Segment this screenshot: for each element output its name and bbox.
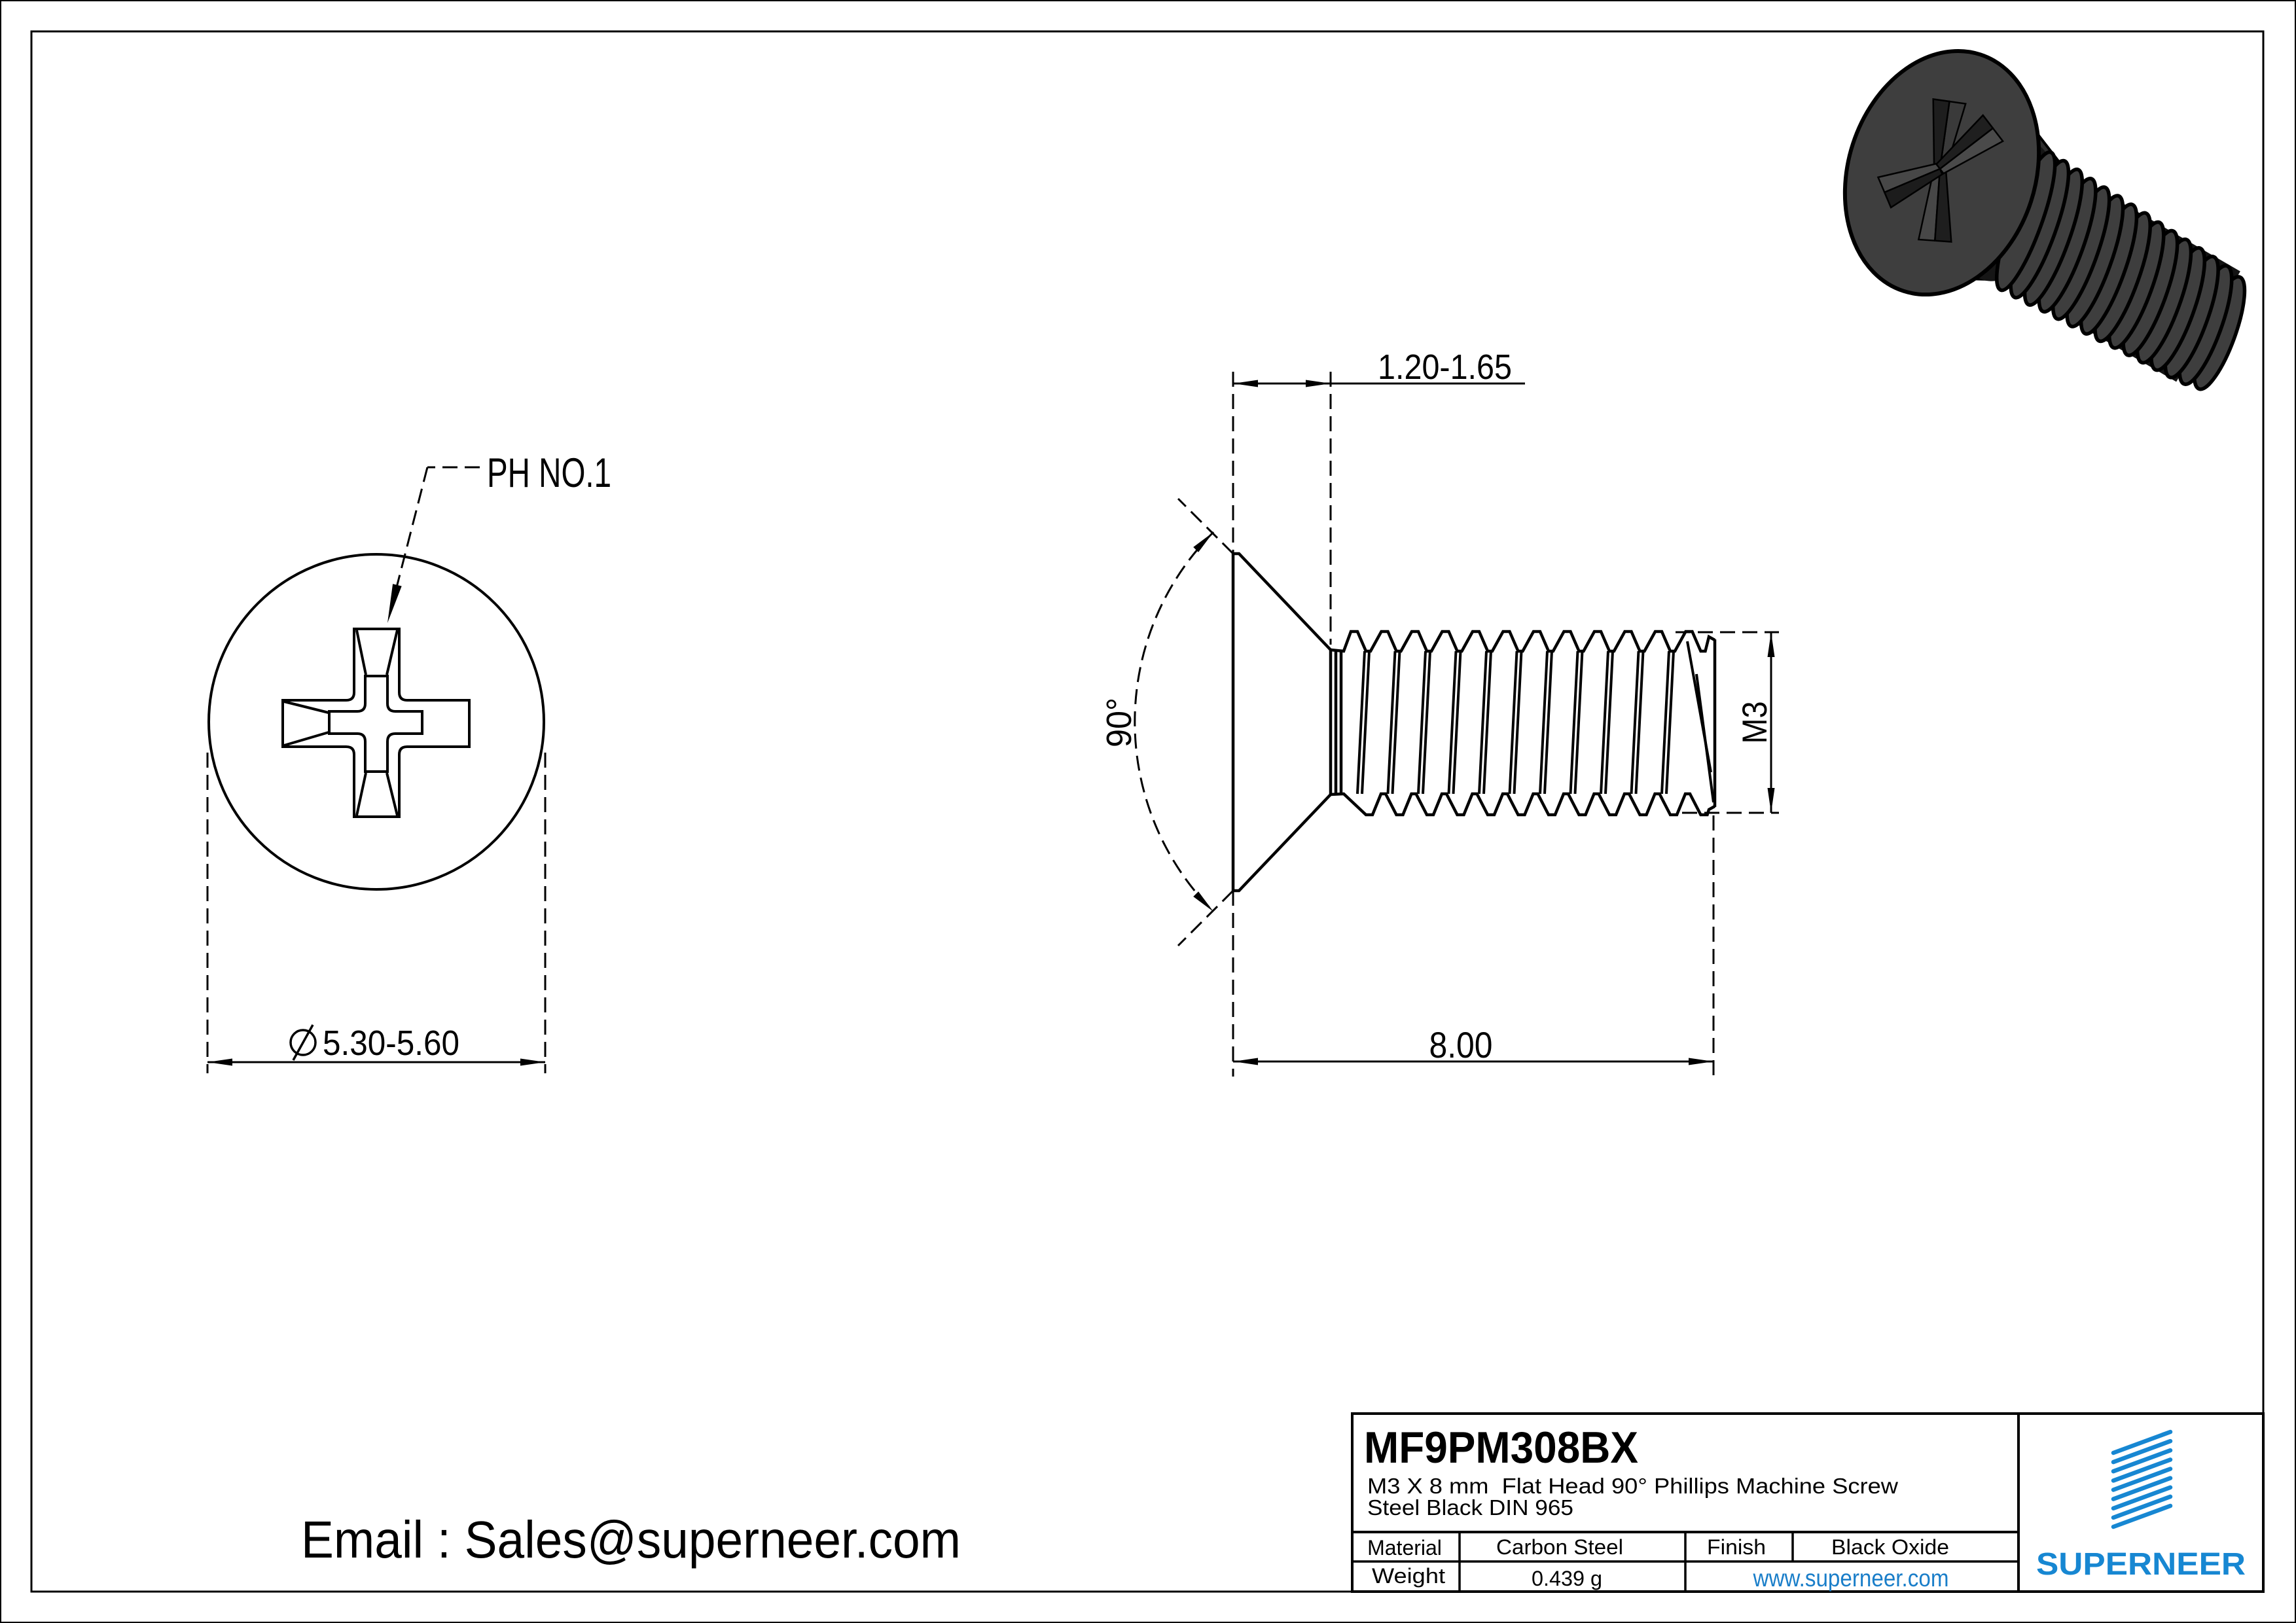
svg-text:Black Oxide: Black Oxide <box>1831 1535 1949 1559</box>
svg-text:M3 X 8 mm Flat Head 90° Phill: M3 X 8 mm Flat Head 90° Phillips Machine… <box>1367 1474 1898 1498</box>
svg-text:Carbon Steel: Carbon Steel <box>1496 1535 1623 1559</box>
svg-text:0.439 g: 0.439 g <box>1532 1567 1602 1590</box>
svg-text:Finish: Finish <box>1707 1535 1766 1559</box>
svg-text:www.superneer.com: www.superneer.com <box>1753 1565 1949 1592</box>
svg-text:8.00: 8.00 <box>1429 1024 1493 1065</box>
svg-text:Steel Black DIN 965: Steel Black DIN 965 <box>1367 1495 1573 1520</box>
svg-text:5.30-5.60: 5.30-5.60 <box>323 1024 459 1063</box>
svg-text:Material: Material <box>1367 1536 1442 1560</box>
svg-text:1.20-1.65: 1.20-1.65 <box>1378 348 1512 387</box>
svg-text:M3: M3 <box>1736 702 1774 744</box>
svg-text:SUPERNEER: SUPERNEER <box>2036 1547 2246 1582</box>
svg-text:Email : Sales@superneer.com: Email : Sales@superneer.com <box>301 1510 961 1569</box>
svg-text:PH NO.1: PH NO.1 <box>487 450 611 496</box>
svg-text:MF9PM308BX: MF9PM308BX <box>1364 1423 1638 1472</box>
svg-text:90°: 90° <box>1100 698 1139 747</box>
svg-text:Weight: Weight <box>1372 1564 1445 1588</box>
